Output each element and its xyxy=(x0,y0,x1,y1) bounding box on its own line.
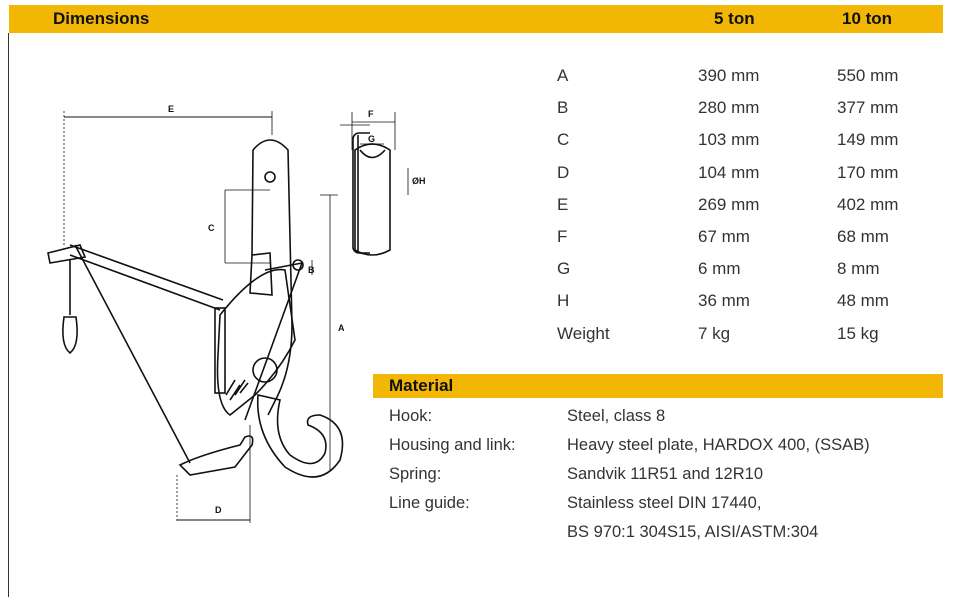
dim-row-weight: Weight 7 kg 15 kg xyxy=(557,324,937,356)
material-value: Sandvik 11R51 and 12R10 xyxy=(567,465,764,483)
dimensions-title: Dimensions xyxy=(53,9,150,28)
dim-5ton: 103 mm xyxy=(698,130,760,150)
label-c: C xyxy=(208,223,215,233)
label-b: B xyxy=(308,265,315,275)
material-list: Hook: Steel, class 8 Housing and link: Hea… xyxy=(389,407,949,552)
dim-row-e: E 269 mm 402 mm xyxy=(557,195,937,227)
dim-row-a: A 390 mm 550 mm xyxy=(557,66,937,98)
material-header-bar: Material xyxy=(373,374,943,398)
dim-label: E xyxy=(557,194,569,214)
label-h: ØH xyxy=(412,176,426,186)
label-g: G xyxy=(368,134,375,144)
dim-row-c: C 103 mm 149 mm xyxy=(557,130,937,162)
column-10-ton: 10 ton xyxy=(842,9,893,28)
dimensions-table: A 390 mm 550 mm B 280 mm 377 mm C 103 mm 149 m… xyxy=(557,66,937,356)
hook-technical-drawing: E C B A D xyxy=(40,95,400,540)
dim-5ton: 67 mm xyxy=(698,226,750,246)
dim-10ton: 8 mm xyxy=(837,259,880,279)
material-key: Hook: xyxy=(389,407,433,425)
dim-row-b: B 280 mm 377 mm xyxy=(557,98,937,130)
label-f: F xyxy=(368,109,374,119)
dimensions-header-bar: Dimensions 5 ton 10 ton xyxy=(9,5,943,33)
material-row-line-guide-cont: BS 970:1 304S15, AISI/ASTM:304 xyxy=(389,523,949,552)
dim-row-f: F 67 mm 68 mm xyxy=(557,227,937,259)
material-value: BS 970:1 304S15, AISI/ASTM:304 xyxy=(567,523,819,541)
material-title: Material xyxy=(389,376,454,395)
material-row-housing: Housing and link: Heavy steel plate, HARD… xyxy=(389,436,949,465)
dim-10ton: 550 mm xyxy=(837,66,899,85)
dim-row-d: D 104 mm 170 mm xyxy=(557,163,937,195)
label-d: D xyxy=(215,505,222,515)
label-a: A xyxy=(338,323,345,333)
dim-5ton: 36 mm xyxy=(698,291,750,311)
dim-10ton: 402 mm xyxy=(837,194,899,214)
dim-5ton: 269 mm xyxy=(698,194,760,214)
material-key: Spring: xyxy=(389,465,442,483)
material-key: Line guide: xyxy=(389,494,470,512)
dim-row-g: G 6 mm 8 mm xyxy=(557,259,937,291)
material-row-hook: Hook: Steel, class 8 xyxy=(389,407,949,436)
material-key: Housing and link: xyxy=(389,436,516,454)
dim-label: G xyxy=(557,259,571,279)
material-value: Stainless steel DIN 17440, xyxy=(567,494,762,512)
dim-label: A xyxy=(557,66,569,85)
dim-label: Weight xyxy=(557,323,610,343)
dim-5ton: 280 mm xyxy=(698,98,760,118)
material-row-line-guide: Line guide: Stainless steel DIN 17440, xyxy=(389,494,949,523)
dim-10ton: 48 mm xyxy=(837,291,889,311)
dim-label: C xyxy=(557,130,570,150)
dim-5ton: 6 mm xyxy=(698,259,741,279)
dim-label: H xyxy=(557,291,570,311)
dim-10ton: 377 mm xyxy=(837,98,899,118)
drawing-svg: E C B A D xyxy=(47,104,400,523)
dim-10ton: 15 kg xyxy=(837,323,879,343)
left-border-line xyxy=(8,33,9,597)
dim-5ton: 390 mm xyxy=(698,66,760,85)
dim-10ton: 170 mm xyxy=(837,162,899,182)
column-5-ton: 5 ton xyxy=(714,9,755,28)
dim-label: D xyxy=(557,162,570,182)
material-value: Heavy steel plate, HARDOX 400, (SSAB) xyxy=(567,436,870,454)
dim-label: B xyxy=(557,98,569,118)
material-value: Steel, class 8 xyxy=(567,407,666,425)
dim-5ton: 104 mm xyxy=(698,162,760,182)
dim-5ton: 7 kg xyxy=(698,323,731,343)
side-view-svg: F G ØH xyxy=(351,109,426,256)
dim-label: F xyxy=(557,226,568,246)
material-row-spring: Spring: Sandvik 11R51 and 12R10 xyxy=(389,465,949,494)
dim-10ton: 68 mm xyxy=(837,226,889,246)
dim-row-h: H 36 mm 48 mm xyxy=(557,291,937,323)
dim-10ton: 149 mm xyxy=(837,130,899,150)
label-e: E xyxy=(168,104,174,114)
